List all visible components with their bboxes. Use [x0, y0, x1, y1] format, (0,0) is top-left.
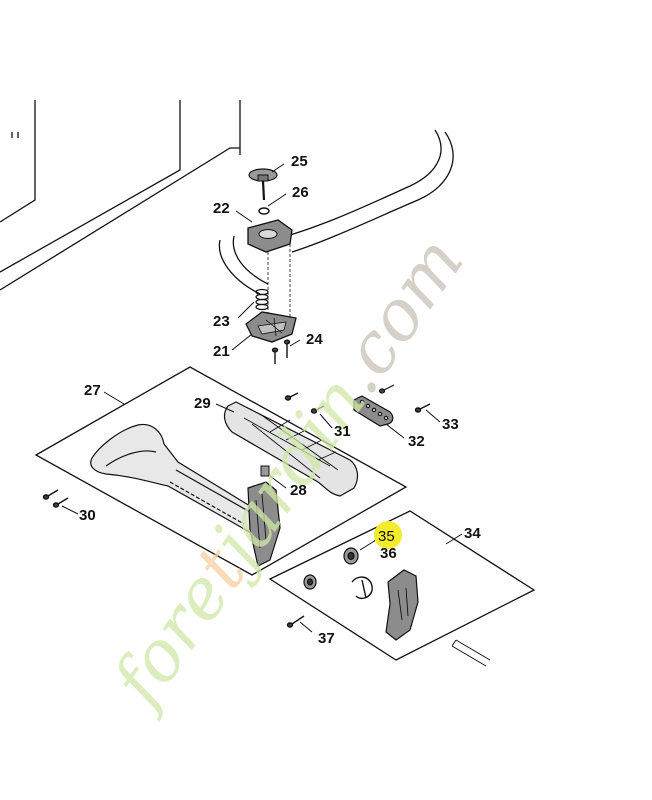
part-number-22[interactable]: 22	[213, 200, 230, 217]
part-numbers: 25 26 22 23 21 24 27 29 31 32 33 28 30 3…	[79, 153, 481, 647]
grip-cover-part-29	[223, 401, 359, 497]
frame-lines	[0, 100, 241, 291]
part-number-28[interactable]: 28	[290, 482, 307, 499]
handle-body-part-27	[90, 423, 281, 545]
bushing-part-36	[303, 547, 359, 590]
screws-part-24	[271, 339, 291, 364]
part-number-26[interactable]: 26	[292, 184, 309, 201]
spring-part-23	[255, 288, 269, 311]
part-number-27[interactable]: 27	[84, 382, 101, 399]
part-number-36[interactable]: 36	[380, 545, 397, 562]
part-number-29[interactable]: 29	[194, 395, 211, 412]
knob-part-25	[248, 168, 278, 201]
pin	[451, 639, 491, 667]
clamp-upper-part-22	[247, 219, 293, 320]
kit-box-34	[268, 510, 536, 661]
part-number-30[interactable]: 30	[79, 507, 96, 524]
leader-lines	[61, 163, 463, 633]
part-number-23[interactable]: 23	[213, 313, 230, 330]
part-number-24[interactable]: 24	[306, 331, 323, 348]
clamp-lower-part-21	[245, 311, 297, 343]
part-number-34[interactable]: 34	[464, 525, 481, 542]
part-number-37[interactable]: 37	[318, 630, 335, 647]
part-number-25[interactable]: 25	[291, 153, 308, 170]
plate-part-32	[353, 384, 395, 427]
washer-part-26	[258, 207, 270, 215]
trigger-part-34	[385, 569, 419, 641]
spring-clip	[351, 576, 373, 600]
part-number-21[interactable]: 21	[213, 343, 230, 360]
lever-part-28	[247, 465, 281, 567]
screws-part-31	[284, 392, 325, 414]
part-number-35[interactable]: 35	[378, 528, 395, 545]
part-number-31[interactable]: 31	[334, 423, 351, 440]
handlebar-tube	[218, 129, 454, 295]
kit-box-27	[34, 366, 408, 576]
screw-part-33	[414, 403, 431, 413]
part-number-32[interactable]: 32	[408, 433, 425, 450]
screws-part-30	[42, 489, 69, 508]
part-number-33[interactable]: 33	[442, 416, 459, 433]
highlight-part-35	[374, 521, 402, 549]
screw-part-37	[286, 615, 305, 628]
